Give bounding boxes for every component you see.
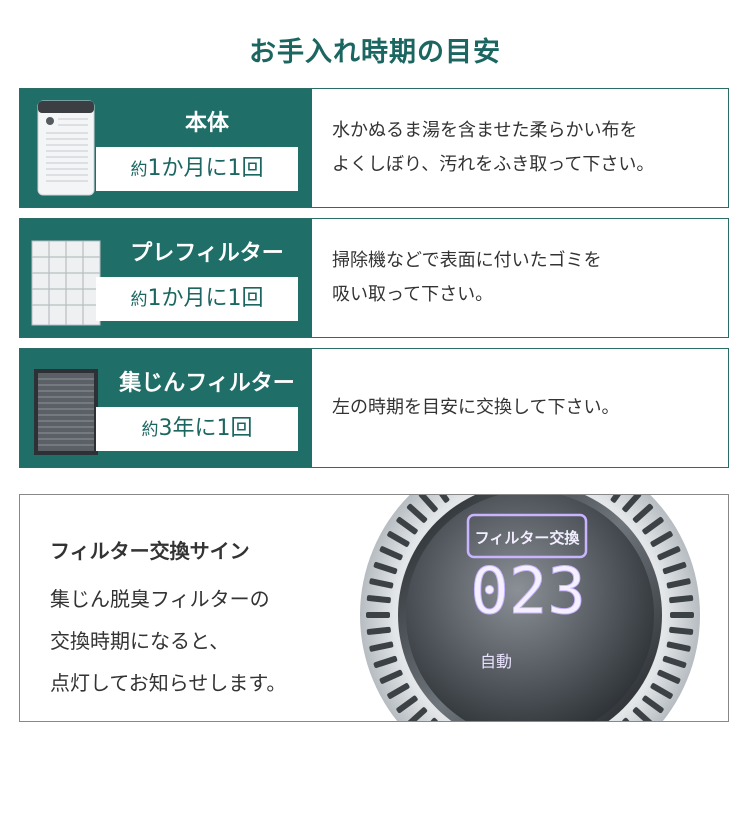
pre-filter-image [31, 240, 101, 326]
vent-slot [610, 495, 629, 503]
row-left-panel: 本体 約1か月に1回 [20, 89, 312, 207]
vent-slot [657, 669, 681, 684]
row-frequency: 約1か月に1回 [96, 277, 298, 321]
row-left-panel: プレフィルター 約1か月に1回 [20, 219, 312, 337]
vent-slot [379, 546, 403, 561]
vent-slot [622, 495, 642, 513]
vent-slot [373, 655, 398, 669]
row-frequency: 約3年に1回 [96, 407, 298, 451]
vent-slot [666, 578, 691, 589]
vent-slot [406, 707, 428, 721]
row-description: 左の時期を目安に交換して下さい。 [332, 349, 724, 467]
frequency-prefix: 約 [130, 290, 148, 310]
air-purifier-unit-image [37, 100, 95, 196]
frequency-prefix: 約 [130, 160, 148, 180]
vent-slot [369, 578, 394, 589]
frequency-value: 1か月に1回 [147, 286, 264, 311]
vent-slot [669, 626, 694, 635]
description-line: 吸い取って下さい。 [332, 284, 494, 305]
page-title: お手入れ時期の目安 [249, 37, 501, 68]
vent-slot [366, 612, 390, 618]
vent-slot [418, 495, 438, 513]
vent-slot [373, 561, 398, 575]
description-line: よくしぼり、汚れをふき取って下さい。 [332, 154, 655, 175]
maintenance-row-dust-filter: 集じんフィルター 約3年に1回 左の時期を目安に交換して下さい。 [19, 348, 729, 468]
filter-sign-indicator-label: フィルター交換 [475, 529, 581, 547]
sign-title: フィルター交換サイン [50, 539, 250, 563]
vent-slot [642, 516, 664, 535]
vent-slot [666, 641, 691, 652]
vent-slot [650, 683, 673, 699]
sign-description-line: 点灯してお知らせします。 [50, 671, 287, 695]
vent-slot [369, 641, 394, 652]
filter-sign-indicator-frame [466, 513, 588, 559]
vent-slot [670, 612, 694, 618]
row-description: 水かぬるま湯を含ませた柔らかい布を よくしぼり、汚れをふき取って下さい。 [332, 89, 724, 207]
row-description: 掃除機などで表面に付いたゴミを 吸い取って下さい。 [332, 219, 724, 337]
vent-slot [396, 516, 418, 535]
filter-sign-box: フィルター交換サイン 集じん脱臭フィルターの 交換時期になると、 点灯してお知ら… [19, 494, 729, 722]
description-line: 掃除機などで表面に付いたゴミを [332, 250, 602, 271]
frequency-prefix: 約 [141, 420, 159, 440]
vent-slot [431, 495, 450, 503]
vent-slot [366, 626, 391, 635]
vent-slot [387, 531, 410, 547]
row-item-name: 本体 [184, 111, 229, 136]
vent-slots [366, 495, 694, 721]
row-frequency: 約1か月に1回 [96, 147, 298, 191]
vent-slot [662, 655, 687, 669]
vent-slot [657, 546, 681, 561]
row-item-name: プレフィルター [130, 241, 284, 266]
frequency-value: 1か月に1回 [147, 156, 264, 181]
vent-slot [406, 503, 428, 523]
sign-description-line: 交換時期になると、 [50, 629, 230, 653]
vent-slot [387, 683, 410, 699]
frequency-value: 3年に1回 [158, 416, 253, 441]
panel-digits: 023 [470, 555, 586, 629]
row-item-name: 集じんフィルター [119, 371, 295, 396]
maintenance-row-pre-filter: プレフィルター 約1か月に1回 掃除機などで表面に付いたゴミを 吸い取って下さい… [19, 218, 729, 338]
vent-slot [632, 503, 654, 523]
vent-slot [366, 595, 391, 604]
vent-slot [650, 531, 673, 547]
vent-slot [632, 707, 654, 721]
vent-slot [669, 595, 694, 604]
dust-filter-image [34, 369, 98, 455]
row-left-panel: 集じんフィルター 約3年に1回 [20, 349, 312, 467]
vent-slot [642, 695, 664, 714]
description-line: 水かぬるま湯を含ませた柔らかい布を [332, 120, 638, 141]
vent-slot [662, 561, 687, 575]
vent-slot [379, 669, 403, 684]
control-panel-illustration: フィルター交換 023 自動 [360, 495, 700, 721]
sign-description-line: 集じん脱臭フィルターの [50, 587, 270, 611]
description-line: 左の時期を目安に交換して下さい。 [332, 397, 620, 418]
vent-slot [396, 695, 418, 714]
maintenance-row-body: 本体 約1か月に1回 水かぬるま湯を含ませた柔らかい布を よくしぼり、汚れをふき… [19, 88, 729, 208]
panel-mode-label: 自動 [480, 652, 512, 671]
